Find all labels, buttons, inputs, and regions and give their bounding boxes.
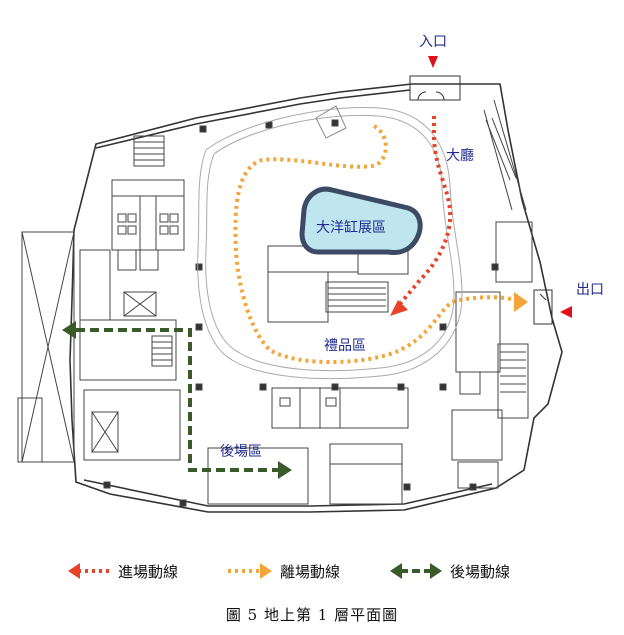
back-route-right-arrowhead — [278, 461, 292, 479]
ocean-tank — [299, 186, 423, 255]
exit-label: 出口 — [576, 282, 604, 298]
interior-walls — [79, 99, 533, 507]
legend-back-label: 後場動線 — [450, 562, 511, 581]
gift-area-label: 禮品區 — [324, 338, 366, 354]
entrance-marker-icon — [428, 56, 438, 68]
figure-caption: 圖 5 地上第 1 層平面圖 — [225, 606, 399, 624]
legend-back: 後場動線 — [388, 556, 510, 586]
legend-leave-label: 離場動線 — [280, 562, 341, 581]
building-outline — [69, 83, 563, 513]
lobby-label: 大廳 — [446, 147, 474, 164]
west-annex — [17, 231, 75, 463]
floor-plan: 入口 出口 大廳 大洋缸展區 禮品區 後場區 — [17, 34, 604, 513]
legend-leave: 離場動線 — [226, 556, 340, 586]
legend-leave-swatch — [228, 563, 272, 579]
entrance-label: 入口 — [419, 34, 447, 50]
exit-gate — [533, 289, 553, 325]
legend-back-swatch — [390, 563, 442, 579]
backstage-label: 後場區 — [220, 444, 262, 460]
ocean-tank-label: 大洋缸展區 — [316, 219, 386, 236]
back-route-left-arrowhead — [62, 321, 76, 339]
legend-entry-label: 進場動線 — [118, 562, 179, 581]
entrance-gate — [409, 75, 461, 101]
entry-route — [398, 116, 453, 306]
leave-route — [233, 124, 517, 364]
entry-route-arrowhead — [390, 300, 408, 316]
legend-entry: 進場動線 — [66, 556, 178, 586]
leave-route-arrowhead — [514, 292, 528, 312]
exhibition-hall — [197, 105, 463, 380]
exit-marker-icon — [560, 306, 572, 318]
back-route — [76, 328, 278, 472]
legend-entry-swatch — [68, 563, 110, 579]
